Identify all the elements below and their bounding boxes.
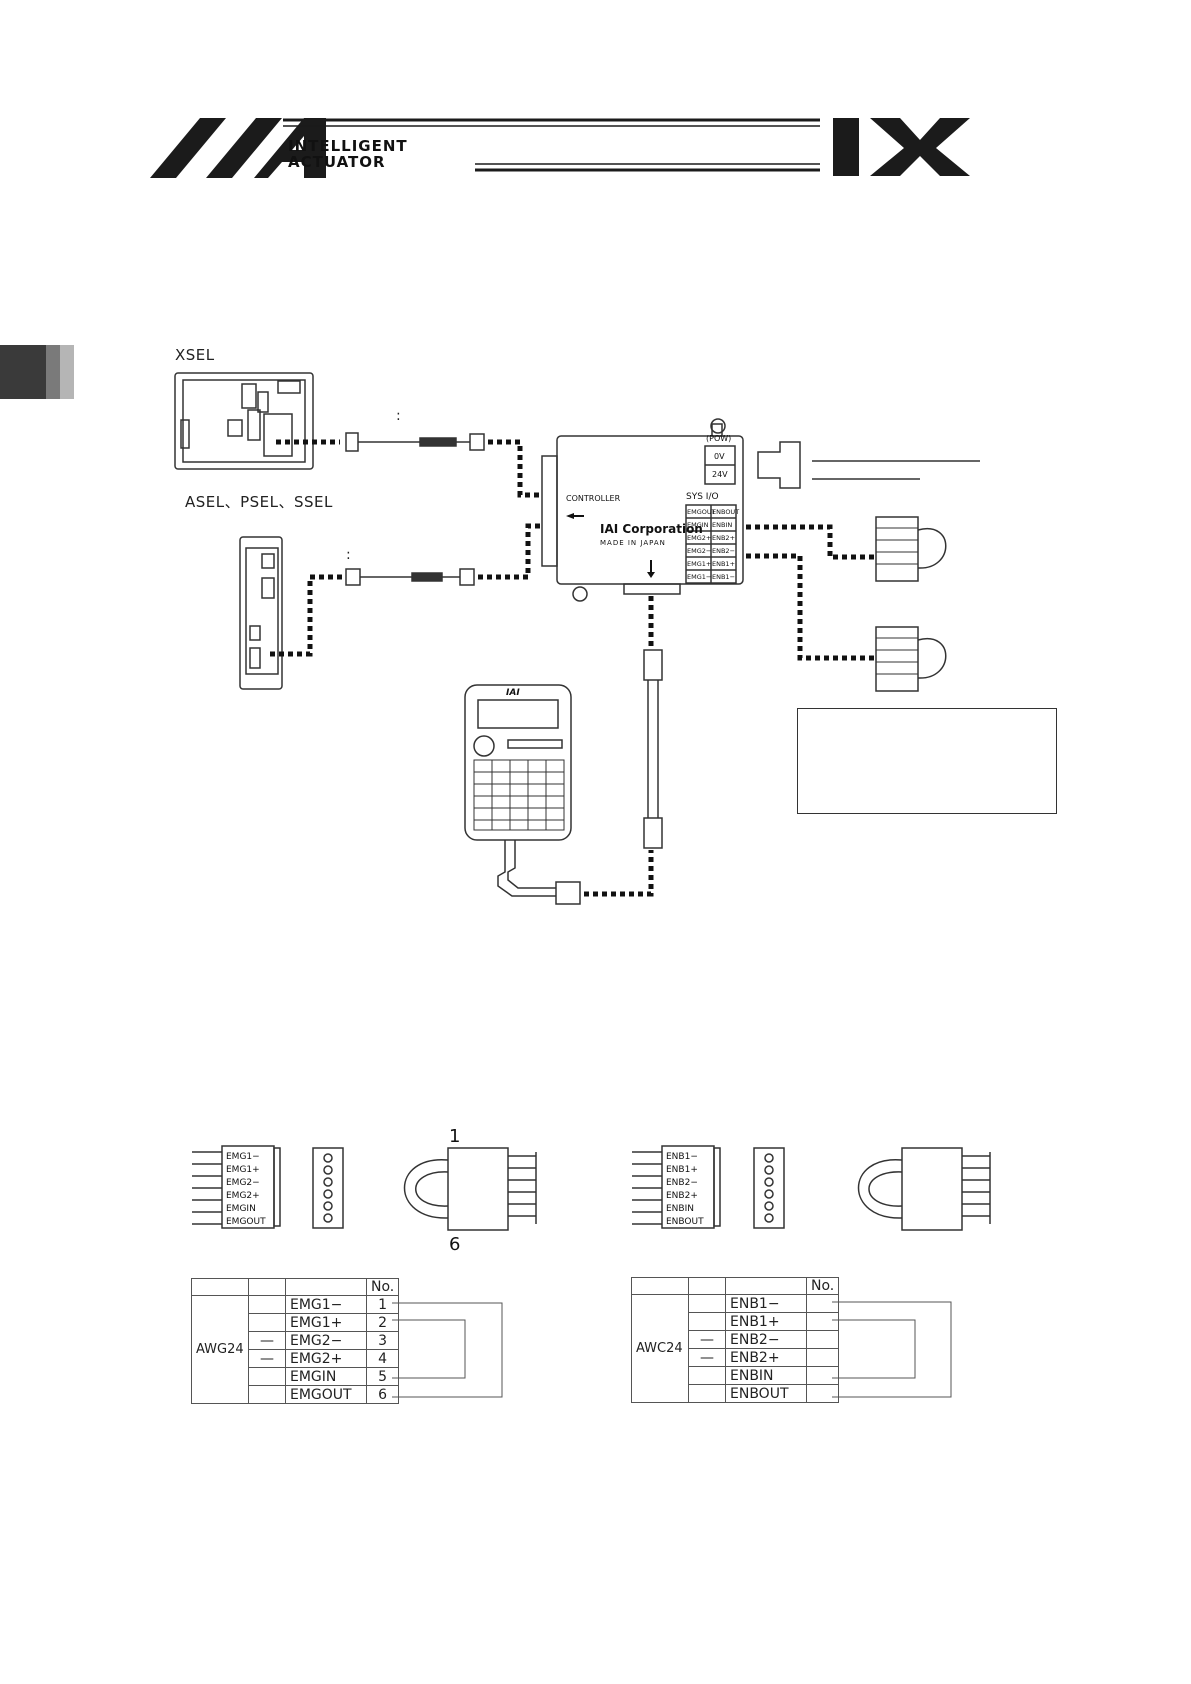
cell-signal: ENB2− bbox=[725, 1330, 807, 1349]
sys-io-pin: ENBIN bbox=[712, 521, 733, 529]
emg-pin-label: EMG1+ bbox=[226, 1165, 260, 1175]
logo-text-intelligent: INTELLIGENT bbox=[288, 137, 408, 155]
wire-gauge: AWG24 bbox=[191, 1295, 249, 1404]
cell-signal: ENBOUT bbox=[725, 1384, 807, 1403]
cell-no bbox=[805, 1384, 840, 1403]
sys-io-pin: ENBOUT bbox=[712, 508, 740, 516]
cell-no: 6 bbox=[365, 1385, 400, 1404]
logo-text-actuator: ACTUATOR bbox=[288, 153, 386, 171]
cell-dash: — bbox=[688, 1330, 726, 1349]
enb-header-pins: ENB1− ENB1+ ENB2− ENB2+ ENBIN ENBOUT bbox=[666, 1151, 704, 1229]
label-xsel: XSEL bbox=[175, 346, 215, 364]
chapter-tab-light bbox=[60, 345, 74, 399]
enb-pin-label: ENBIN bbox=[666, 1204, 694, 1214]
emg-pin-1-marker: 1 bbox=[449, 1126, 461, 1147]
colon-a: : bbox=[396, 408, 401, 424]
chapter-tab-mid bbox=[46, 345, 60, 399]
sys-io-pin: EMG1− bbox=[687, 573, 712, 581]
emg-header-pins: EMG1− EMG1+ EMG2− EMG2+ EMGIN EMGOUT bbox=[226, 1151, 266, 1229]
sys-io-pin: EMGOUT bbox=[687, 508, 716, 516]
sys-io-label: SYS I/O bbox=[686, 492, 719, 502]
pow-pin-24v: 24V bbox=[712, 470, 728, 479]
emg-pin-label: EMG1− bbox=[226, 1152, 260, 1162]
made-in-japan-label: MADE IN JAPAN bbox=[600, 539, 666, 547]
system-diagram bbox=[174, 372, 980, 905]
emg-pin-label: EMGIN bbox=[226, 1204, 256, 1214]
enb-pin-label: ENB1+ bbox=[666, 1165, 698, 1175]
jumper-lines bbox=[392, 1301, 952, 1398]
enb-pin-label: ENB2− bbox=[666, 1178, 698, 1188]
sys-io-pin: ENB1− bbox=[712, 573, 736, 581]
cell-signal: EMG2+ bbox=[285, 1349, 367, 1368]
sys-io-left-pins: EMGOUT EMGIN EMG2+ EMG2− EMG1+ EMG1− bbox=[687, 506, 716, 584]
controller-port-label: CONTROLLER bbox=[566, 494, 621, 503]
cell-signal: ENB2+ bbox=[725, 1348, 807, 1367]
emg-wiring-table: No. AWG24 EMG1− 1 EMG1+ 2 — EMG2− 3 — EM… bbox=[191, 1278, 400, 1404]
sys-io-pin: ENB2+ bbox=[712, 534, 736, 542]
enb-pin-label: ENBOUT bbox=[666, 1217, 704, 1227]
wire-gauge: AWC24 bbox=[631, 1294, 689, 1403]
enb-pin-label: ENB1− bbox=[666, 1152, 698, 1162]
sys-io-pin: EMG1+ bbox=[687, 560, 712, 568]
note-box bbox=[797, 708, 1057, 814]
pow-label: (POW) bbox=[706, 434, 732, 443]
connector-drawings bbox=[192, 1145, 991, 1231]
cell-no: 2 bbox=[365, 1313, 400, 1332]
emg-pin-label: EMGOUT bbox=[226, 1217, 266, 1227]
colon-b: : bbox=[346, 547, 351, 563]
emg-pin-label: EMG2+ bbox=[226, 1191, 260, 1201]
iai-corporation-label: IAI Corporation bbox=[600, 522, 703, 536]
label-asel-psel-ssel: ASEL、PSEL、SSEL bbox=[185, 493, 333, 511]
cell-signal: ENB1+ bbox=[725, 1312, 807, 1331]
sys-io-right-pins: ENBOUT ENBIN ENB2+ ENB2− ENB1+ ENB1− bbox=[712, 506, 739, 584]
cell-signal: ENBIN bbox=[725, 1366, 807, 1385]
iai-logo bbox=[150, 118, 970, 178]
emg-pin-label: EMG2− bbox=[226, 1178, 260, 1188]
pendant-brand: IAI bbox=[506, 688, 520, 698]
sys-io-pin: EMGIN bbox=[687, 521, 709, 529]
cell-signal: EMGOUT bbox=[285, 1385, 367, 1404]
enb-pin-label: ENB2+ bbox=[666, 1191, 698, 1201]
sys-io-pin: EMG2+ bbox=[687, 534, 712, 542]
sys-io-pin: ENB1+ bbox=[712, 560, 736, 568]
enb-wiring-table: No. AWC24 ENB1− ENB1+ — ENB2− — ENB2+ EN… bbox=[631, 1277, 840, 1403]
chapter-tab-dark bbox=[0, 345, 46, 399]
pow-pin-0v: 0V bbox=[714, 452, 725, 461]
sys-io-pin: EMG2− bbox=[687, 547, 712, 555]
emg-pin-6-marker: 6 bbox=[449, 1234, 461, 1255]
cell-no: 5 bbox=[365, 1367, 400, 1386]
sys-io-pin: ENB2− bbox=[712, 547, 736, 555]
